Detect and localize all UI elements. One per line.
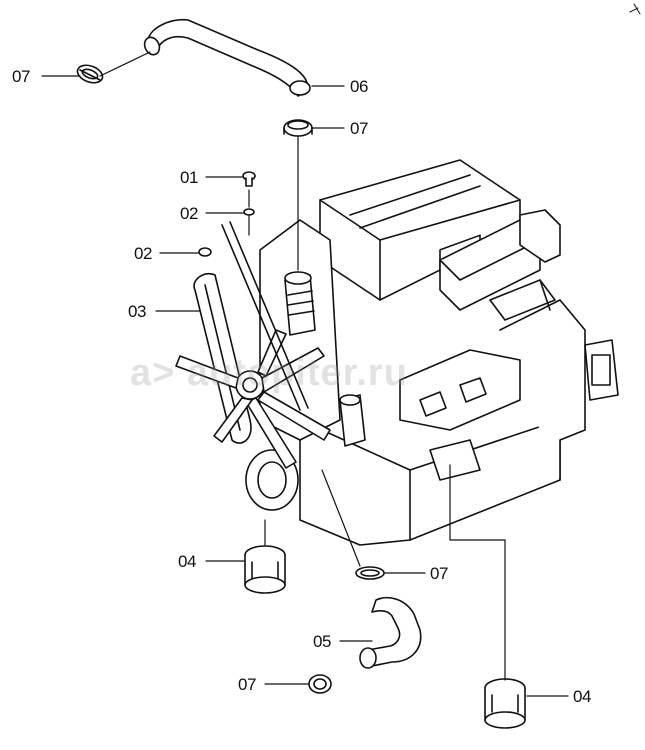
callout-05: 05 bbox=[313, 632, 331, 651]
callout-01: 01 bbox=[180, 168, 198, 187]
callout-02-top: 02 bbox=[180, 204, 198, 223]
engine-block bbox=[175, 159, 619, 546]
engine-mount-04-right bbox=[484, 678, 526, 729]
hose-clamp-07-middle bbox=[355, 566, 385, 580]
hose-clamp-07-top-left bbox=[76, 64, 104, 84]
callout-07-top: 07 bbox=[350, 119, 368, 138]
callout-03: 03 bbox=[128, 302, 146, 321]
corner-mark bbox=[629, 3, 641, 15]
washer-02-left bbox=[198, 247, 212, 257]
callout-04-left: 04 bbox=[178, 552, 196, 571]
hose-clamp-07-bottom bbox=[308, 674, 332, 694]
hose-clamp-07-top bbox=[283, 119, 313, 137]
lower-hose-05 bbox=[359, 596, 422, 669]
callout-04-right: 04 bbox=[573, 687, 591, 706]
leader-lines bbox=[41, 51, 569, 697]
engine-mount-04-left bbox=[244, 545, 286, 594]
callout-07-bottom: 07 bbox=[238, 675, 256, 694]
watermark: a> autopiter.ru bbox=[130, 352, 408, 394]
upper-hose-06 bbox=[143, 18, 311, 97]
callout-02-left: 02 bbox=[134, 244, 152, 263]
callout-07-top-left: 07 bbox=[12, 67, 30, 86]
callout-06: 06 bbox=[350, 77, 368, 96]
bolt-01 bbox=[242, 171, 256, 187]
callout-07-middle: 07 bbox=[430, 564, 448, 583]
washer-02-top bbox=[243, 208, 255, 216]
